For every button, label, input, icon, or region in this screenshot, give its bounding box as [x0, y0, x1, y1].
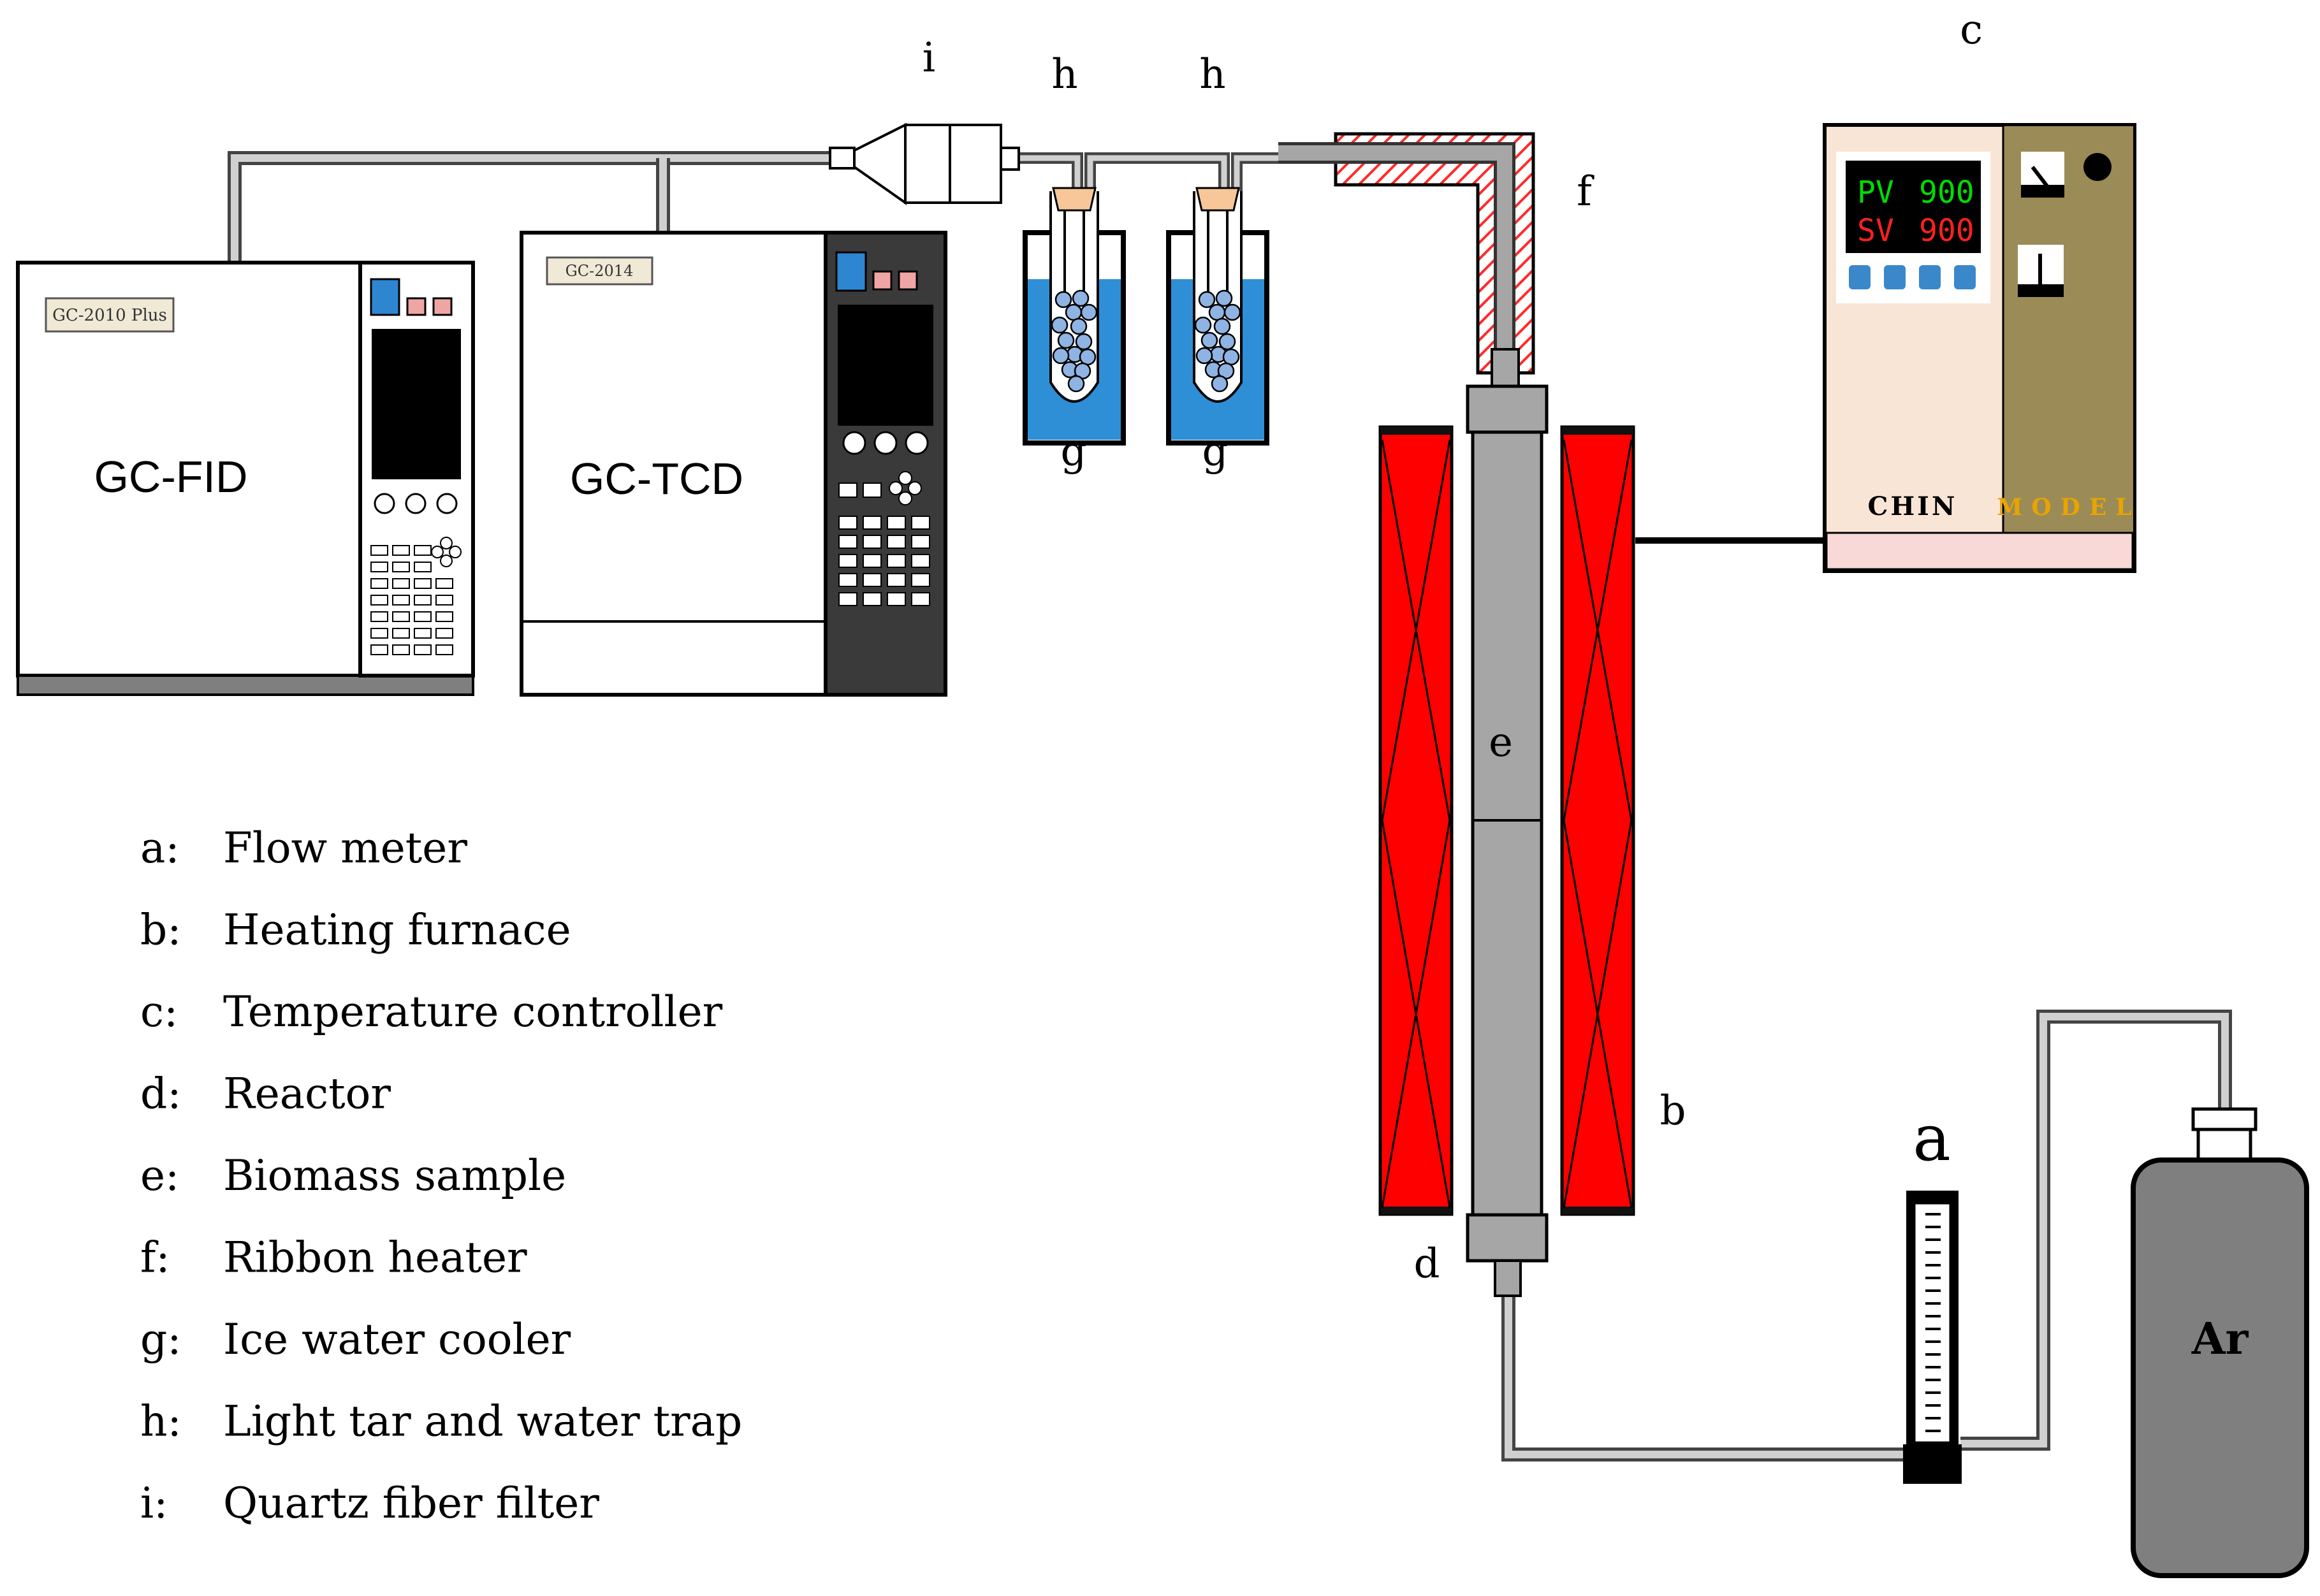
controller-display [1846, 161, 1981, 253]
argon-cylinder: Ar [2131, 1107, 2309, 1578]
legend-text: Quartz fiber filter [223, 1479, 599, 1528]
gc-tcd-badge: GC-2014 [565, 262, 634, 280]
reactor [1466, 384, 1549, 1297]
legend-text: Ice water cooler [223, 1315, 571, 1364]
gc-fid-keypad [370, 537, 462, 655]
trap-2-packing [1194, 289, 1241, 393]
cylinder-gas-label: Ar [2191, 1314, 2249, 1365]
legend: a: Flow meter b: Heating furnace c: Temperatu… [140, 823, 742, 1528]
reactor-top-connector [1491, 348, 1520, 388]
label-e: e [1489, 719, 1513, 766]
controller-pv-value: 900 [1919, 175, 1974, 210]
gc-fid-badge: GC-2010 Plus [52, 306, 167, 325]
legend-text: Biomass sample [223, 1151, 566, 1200]
label-f: f [1577, 168, 1594, 215]
legend-key: i: [140, 1479, 168, 1528]
gc-tcd-instrument: GC-2014 GC-TCD [520, 231, 947, 697]
legend-key: a: [140, 823, 180, 873]
gc-tcd-label: GC-TCD [570, 454, 743, 504]
temperature-controller: PV 900 SV 900 CHIN MODEL [1823, 123, 2140, 573]
gc-fid-instrument: GC-2010 Plus GC-FID [16, 261, 475, 696]
legend-key: g: [140, 1315, 182, 1364]
trap-2-stopper [1195, 187, 1240, 212]
gc-fid-badge-box [45, 297, 175, 333]
label-b: b [1660, 1087, 1686, 1135]
legend-text: Ribbon heater [223, 1233, 527, 1282]
gc-tcd-screen [838, 305, 933, 426]
gc-fid-label: GC-FID [94, 452, 247, 502]
legend-key: h: [140, 1397, 182, 1446]
gc-fid-screen [372, 329, 461, 479]
controller-switch-1 [2021, 152, 2064, 198]
quartz-fiber-filter [829, 122, 1020, 205]
controller-switch-2 [2018, 245, 2064, 297]
label-i: i [923, 34, 935, 82]
trap-1-stopper [1052, 187, 1097, 212]
label-a: a [1913, 1101, 1951, 1175]
legend-key: e: [140, 1151, 179, 1200]
component-labels: i h h c f g g e b d a [923, 6, 1983, 1288]
label-g-2: g [1202, 428, 1229, 475]
legend-text: Flow meter [223, 823, 467, 873]
legend-key: f: [140, 1233, 170, 1282]
flow-meter [1903, 1191, 1962, 1484]
controller-pv-label: PV [1857, 175, 1894, 210]
controller-button-2 [1884, 265, 1906, 289]
legend-key: d: [140, 1070, 182, 1119]
heating-furnace-right [1560, 425, 1635, 1216]
ribbon-heater [1278, 132, 1535, 388]
gc-tcd-badge-box [546, 256, 653, 286]
legend-text: Heating furnace [223, 906, 571, 955]
controller-sv-value: 900 [1919, 213, 1974, 249]
controller-model: MODEL [1997, 494, 2140, 521]
legend-text: Light tar and water trap [223, 1397, 742, 1446]
legend-key: b: [140, 906, 182, 955]
trap-cooler-2 [1166, 187, 1269, 446]
legend-text: Temperature controller [223, 987, 723, 1036]
controller-sv-label: SV [1857, 213, 1894, 249]
controller-button-4 [1954, 265, 1976, 289]
legend-key: c: [140, 987, 178, 1036]
controller-button-1 [1849, 265, 1871, 289]
trap-cooler-1 [1023, 187, 1126, 446]
controller-brand: CHIN [1868, 491, 1958, 521]
heating-furnace-left [1378, 425, 1454, 1216]
label-h-1: h [1051, 51, 1077, 98]
flow-meter-scale [1925, 1213, 1941, 1432]
label-d: d [1414, 1240, 1440, 1288]
gas-lines [228, 151, 2232, 1462]
legend-text: Reactor [223, 1070, 391, 1119]
label-c: c [1960, 6, 1983, 54]
gc-tcd-keypad [838, 471, 930, 606]
controller-button-3 [1919, 265, 1941, 289]
label-h-2: h [1199, 51, 1225, 98]
trap-1-packing [1051, 289, 1098, 393]
controller-knob [2083, 153, 2112, 181]
label-g-1: g [1061, 428, 1087, 475]
